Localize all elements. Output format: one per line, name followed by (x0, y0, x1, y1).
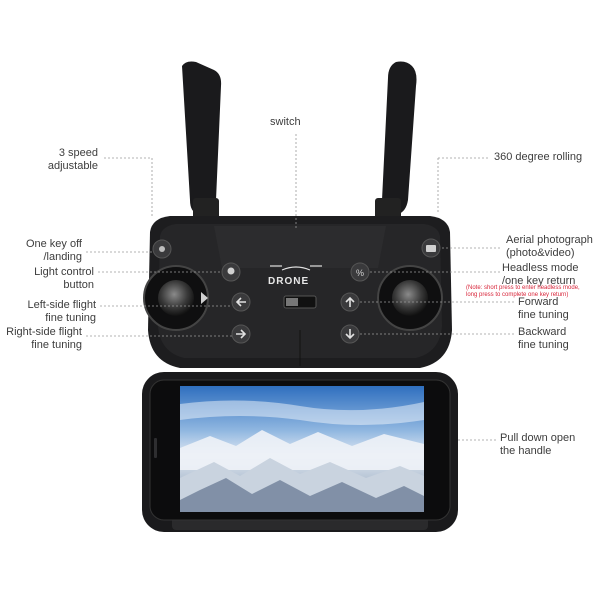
speed-label-line2: adjustable (47, 160, 98, 172)
right-trim-button[interactable] (231, 324, 251, 344)
light-control-button[interactable] (221, 262, 241, 282)
power-switch[interactable] (283, 295, 317, 309)
pull-down-label-line1: Pull down open (500, 432, 576, 444)
pull-down-label: Pull down open the handle (500, 432, 575, 458)
headless-label: Headless mode /one key return (502, 262, 578, 288)
backward-trim-label-line2: fine tuning (518, 339, 569, 351)
backward-trim-label-line1: Backward (518, 326, 567, 338)
right-trim-label-line2: fine tuning (31, 339, 82, 351)
left-antenna[interactable] (182, 61, 222, 221)
light-label-line1: Light control (34, 266, 94, 278)
headless-note: (Note: short press to enter headless mod… (466, 285, 580, 299)
left-trim-label-line2: fine tuning (45, 312, 96, 324)
headless-label-line1: Headless mode (502, 262, 579, 274)
left-joystick[interactable] (143, 265, 209, 331)
phone-screen (180, 386, 424, 512)
right-joystick[interactable] (377, 265, 443, 331)
forward-trim-label: Forward fine tuning (518, 296, 569, 322)
headless-note-line2: long press to complete one key return) (466, 292, 569, 298)
forward-trim-label-line1: Forward (518, 296, 559, 308)
right-trim-label-line1: Right-side flight (6, 326, 82, 338)
left-trim-button[interactable] (231, 292, 251, 312)
light-label-line2: button (63, 279, 94, 291)
forward-trim-button[interactable] (340, 292, 360, 312)
takeoff-label-line1: One key off (25, 238, 82, 250)
right-trim-label: Right-side flight fine tuning (0, 326, 82, 352)
takeoff-label: One key off /landing (4, 238, 82, 264)
svg-text:%: % (356, 268, 364, 278)
speed-label-line1: 3 speed (58, 147, 98, 159)
aerial-label-line1: Aerial photograph (506, 234, 593, 246)
rolling-label: 360 degree rolling (494, 151, 583, 163)
backward-trim-button[interactable] (340, 324, 360, 344)
headless-mode-button[interactable]: % (350, 262, 370, 282)
left-trim-label: Left-side flight fine tuning (2, 299, 96, 325)
pull-down-label-line2: the handle (500, 445, 552, 457)
drone-logo-icon (270, 265, 322, 271)
switch-label: switch (270, 116, 301, 128)
drone-logo-text: DRONE (268, 276, 310, 287)
headless-label-line2: /one key return (502, 275, 576, 287)
leader-lines (86, 134, 516, 441)
speed-label: 3 speed adjustable (30, 147, 98, 173)
headless-note-line1: (Note: short press to enter headless mod… (466, 285, 580, 291)
takeoff-label-line2: /landing (43, 251, 82, 263)
controller-body (148, 216, 452, 368)
camera-button[interactable] (421, 238, 441, 258)
backward-trim-label: Backward fine tuning (518, 326, 569, 352)
left-trim-label-line1: Left-side flight (27, 299, 96, 311)
forward-trim-label-line2: fine tuning (518, 309, 569, 321)
aerial-label-line2: (photo&video) (506, 247, 575, 259)
takeoff-landing-button[interactable] (152, 239, 172, 259)
right-antenna[interactable] (375, 61, 417, 221)
aerial-label: Aerial photograph (photo&video) (506, 234, 593, 260)
light-label: Light control button (4, 266, 94, 292)
